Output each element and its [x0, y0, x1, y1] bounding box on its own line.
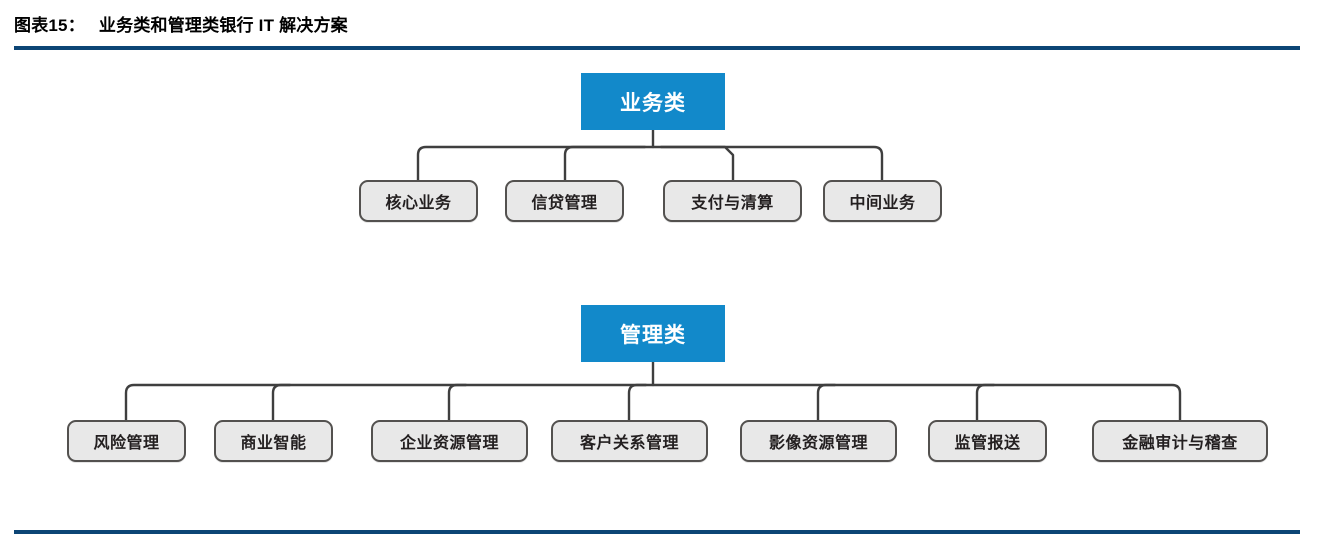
connector-lines — [124, 128, 1182, 422]
node-label: 管理类 — [620, 323, 686, 347]
node-label: 信贷管理 — [531, 195, 598, 212]
diagram-canvas: 业务类 核心业务 信贷管理 支付与清算 中间业务 管理类 风险管理 商业智能 企… — [0, 52, 1328, 522]
node-leaf-erp[interactable]: 企业资源管理 — [371, 420, 528, 462]
divider-top — [14, 46, 1300, 50]
node-label: 支付与清算 — [691, 195, 774, 212]
connector-drop-2-5 — [816, 383, 837, 422]
node-label: 核心业务 — [385, 195, 452, 212]
figure-caption: 业务类和管理类银行 IT 解决方案 — [98, 16, 348, 35]
connector-drop-2-6 — [975, 383, 996, 422]
divider-bottom — [14, 530, 1300, 534]
figure-number: 图表15： — [14, 16, 85, 35]
node-leaf-intermediary-business[interactable]: 中间业务 — [823, 180, 942, 222]
node-leaf-regulatory-reporting[interactable]: 监管报送 — [928, 420, 1047, 462]
node-leaf-core-business[interactable]: 核心业务 — [359, 180, 478, 222]
node-root-management[interactable]: 管理类 — [581, 305, 725, 362]
node-leaf-image-resource-management[interactable]: 影像资源管理 — [740, 420, 897, 462]
node-leaf-crm[interactable]: 客户关系管理 — [551, 420, 708, 462]
node-leaf-credit-management[interactable]: 信贷管理 — [505, 180, 624, 222]
node-leaf-financial-audit[interactable]: 金融审计与稽查 — [1092, 420, 1268, 462]
node-label: 业务类 — [620, 91, 686, 115]
connector-bar-1 — [416, 145, 884, 182]
node-label: 监管报送 — [954, 435, 1021, 452]
connector-bar-2 — [124, 383, 1182, 422]
connector-drop-1-2 — [563, 145, 647, 182]
node-leaf-payment-settlement[interactable]: 支付与清算 — [663, 180, 802, 222]
node-leaf-business-intelligence[interactable]: 商业智能 — [214, 420, 333, 462]
node-label: 客户关系管理 — [579, 435, 679, 452]
node-root-business[interactable]: 业务类 — [581, 73, 725, 130]
node-label: 商业智能 — [240, 435, 307, 452]
connector-drop-1-3 — [659, 145, 735, 182]
node-label: 风险管理 — [93, 435, 160, 452]
node-label: 企业资源管理 — [399, 435, 499, 452]
connector-drop-2-4 — [627, 383, 648, 422]
node-label: 中间业务 — [849, 195, 916, 212]
node-label: 金融审计与稽查 — [1122, 435, 1238, 452]
page-title: 图表15： 业务类和管理类银行 IT 解决方案 — [14, 11, 348, 36]
node-leaf-risk-management[interactable]: 风险管理 — [67, 420, 186, 462]
node-label: 影像资源管理 — [768, 435, 868, 452]
connector-drop-2-2 — [271, 383, 292, 422]
connector-drop-2-3 — [447, 383, 468, 422]
